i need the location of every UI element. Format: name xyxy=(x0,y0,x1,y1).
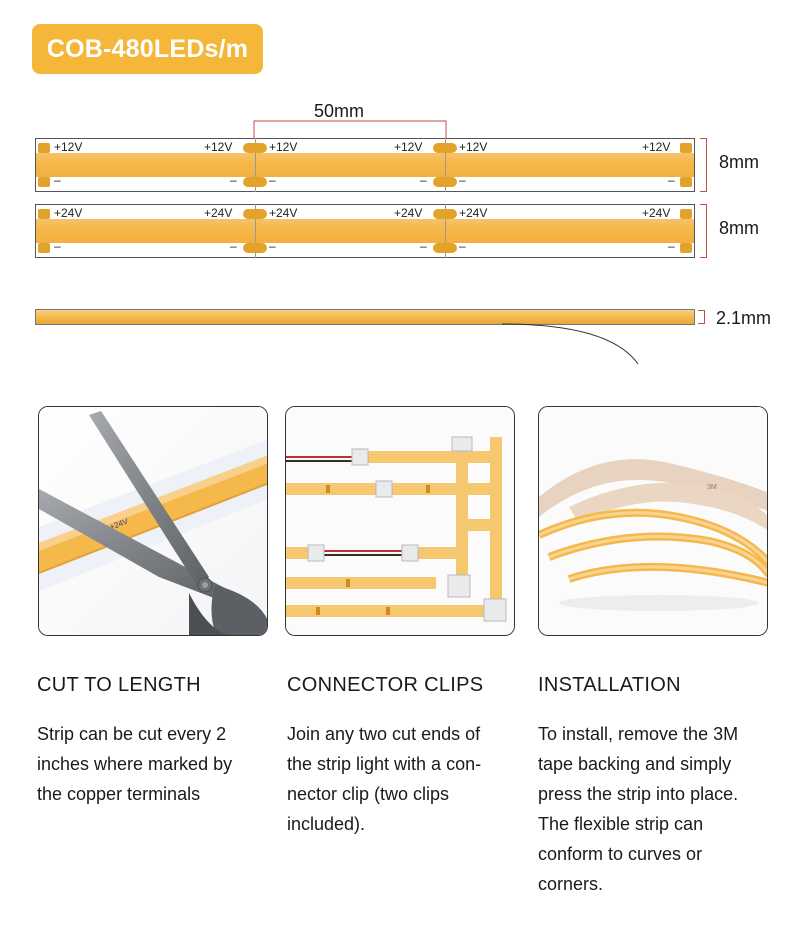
negative-label: – xyxy=(230,173,237,187)
strip-width-label: 8mm xyxy=(719,218,759,238)
desc-line: corners. xyxy=(538,874,604,894)
copper-pad xyxy=(680,243,692,253)
copper-pad xyxy=(680,177,692,187)
feature-title-connector: CONNECTOR CLIPS xyxy=(287,674,484,696)
segment-length-label: 50mm xyxy=(314,101,365,121)
desc-line: The flexible strip can xyxy=(538,814,704,834)
negative-label: – xyxy=(420,239,427,253)
strip-12v: +12V +12V +12V +12V +12V +12V – – – – – … xyxy=(35,138,695,192)
cut-line xyxy=(255,204,256,258)
copper-pad xyxy=(680,209,692,219)
width-bracket xyxy=(700,204,707,258)
positive-label: +24V xyxy=(642,206,671,220)
copper-pad xyxy=(38,143,50,153)
feature-desc-installation: To install, remove the 3M tape backing a… xyxy=(538,719,738,899)
product-badge: COB-480LEDs/m xyxy=(32,24,263,74)
negative-label: – xyxy=(459,173,466,187)
feature-desc-cut: Strip can be cut every 2 inches where ma… xyxy=(37,719,232,809)
cut-line xyxy=(255,138,256,192)
desc-line: tape backing and simply xyxy=(538,754,732,774)
desc-line: the copper terminals xyxy=(37,784,201,804)
copper-pad xyxy=(243,209,267,219)
negative-label: – xyxy=(269,239,276,253)
connector-clips-photo xyxy=(286,407,514,635)
connector-photo xyxy=(285,406,515,636)
desc-line: the strip light with a con- xyxy=(287,754,482,774)
feature-title-cut: CUT TO LENGTH xyxy=(37,674,201,696)
cut-photo: +24V xyxy=(38,406,268,636)
positive-label: +24V xyxy=(394,206,423,220)
positive-label: +12V xyxy=(204,140,233,154)
positive-label: +12V xyxy=(459,140,488,154)
positive-label: +12V xyxy=(642,140,671,154)
copper-pad xyxy=(38,177,50,187)
negative-label: – xyxy=(230,239,237,253)
negative-label: – xyxy=(668,239,675,253)
negative-label: – xyxy=(269,173,276,187)
negative-label: – xyxy=(54,239,61,253)
positive-label: +24V xyxy=(459,206,488,220)
width-bracket xyxy=(700,138,707,192)
cut-line xyxy=(445,204,446,258)
copper-pad xyxy=(433,209,457,219)
strip-thickness-label: 2.1mm xyxy=(716,308,772,328)
negative-label: – xyxy=(459,239,466,253)
tape-roll-photo: 3M xyxy=(539,407,767,635)
cut-line xyxy=(445,138,446,192)
desc-line: press the strip into place. xyxy=(538,784,739,804)
strip-width-label: 8mm xyxy=(719,152,759,172)
feature-desc-connector: Join any two cut ends of the strip light… xyxy=(287,719,481,839)
copper-pad xyxy=(680,143,692,153)
copper-pad xyxy=(243,243,267,253)
copper-pad xyxy=(433,243,457,253)
copper-pad xyxy=(38,243,50,253)
copper-pad xyxy=(243,143,267,153)
desc-line: Strip can be cut every 2 xyxy=(37,724,227,744)
copper-pad xyxy=(433,143,457,153)
tape-brand: 3M xyxy=(707,484,717,491)
desc-line: Join any two cut ends of xyxy=(287,724,481,744)
desc-line: conform to curves or xyxy=(538,844,703,864)
strip-side-view xyxy=(35,309,695,325)
positive-label: +12V xyxy=(54,140,83,154)
positive-label: +24V xyxy=(54,206,83,220)
positive-label: +12V xyxy=(394,140,423,154)
desc-line: included). xyxy=(287,814,366,834)
curve-leader xyxy=(501,323,639,365)
negative-label: – xyxy=(420,173,427,187)
desc-line: nector clip (two clips xyxy=(287,784,450,804)
desc-line: inches where marked by xyxy=(37,754,233,774)
negative-label: – xyxy=(54,173,61,187)
positive-label: +24V xyxy=(204,206,233,220)
copper-pad xyxy=(433,177,457,187)
feature-title-installation: INSTALLATION xyxy=(538,674,681,696)
desc-line: To install, remove the 3M xyxy=(538,724,739,744)
thickness-bracket xyxy=(698,310,705,324)
installation-photo: 3M xyxy=(538,406,768,636)
segment-length-dimension xyxy=(253,120,447,143)
strip-24v: +24V +24V +24V +24V +24V +24V – – – – – … xyxy=(35,204,695,258)
copper-pad xyxy=(243,177,267,187)
negative-label: – xyxy=(668,173,675,187)
led-band xyxy=(36,219,694,243)
scissors-photo: +24V xyxy=(39,407,267,635)
led-band xyxy=(36,153,694,177)
copper-pad xyxy=(38,209,50,219)
positive-label: +24V xyxy=(269,206,298,220)
positive-label: +12V xyxy=(269,140,298,154)
